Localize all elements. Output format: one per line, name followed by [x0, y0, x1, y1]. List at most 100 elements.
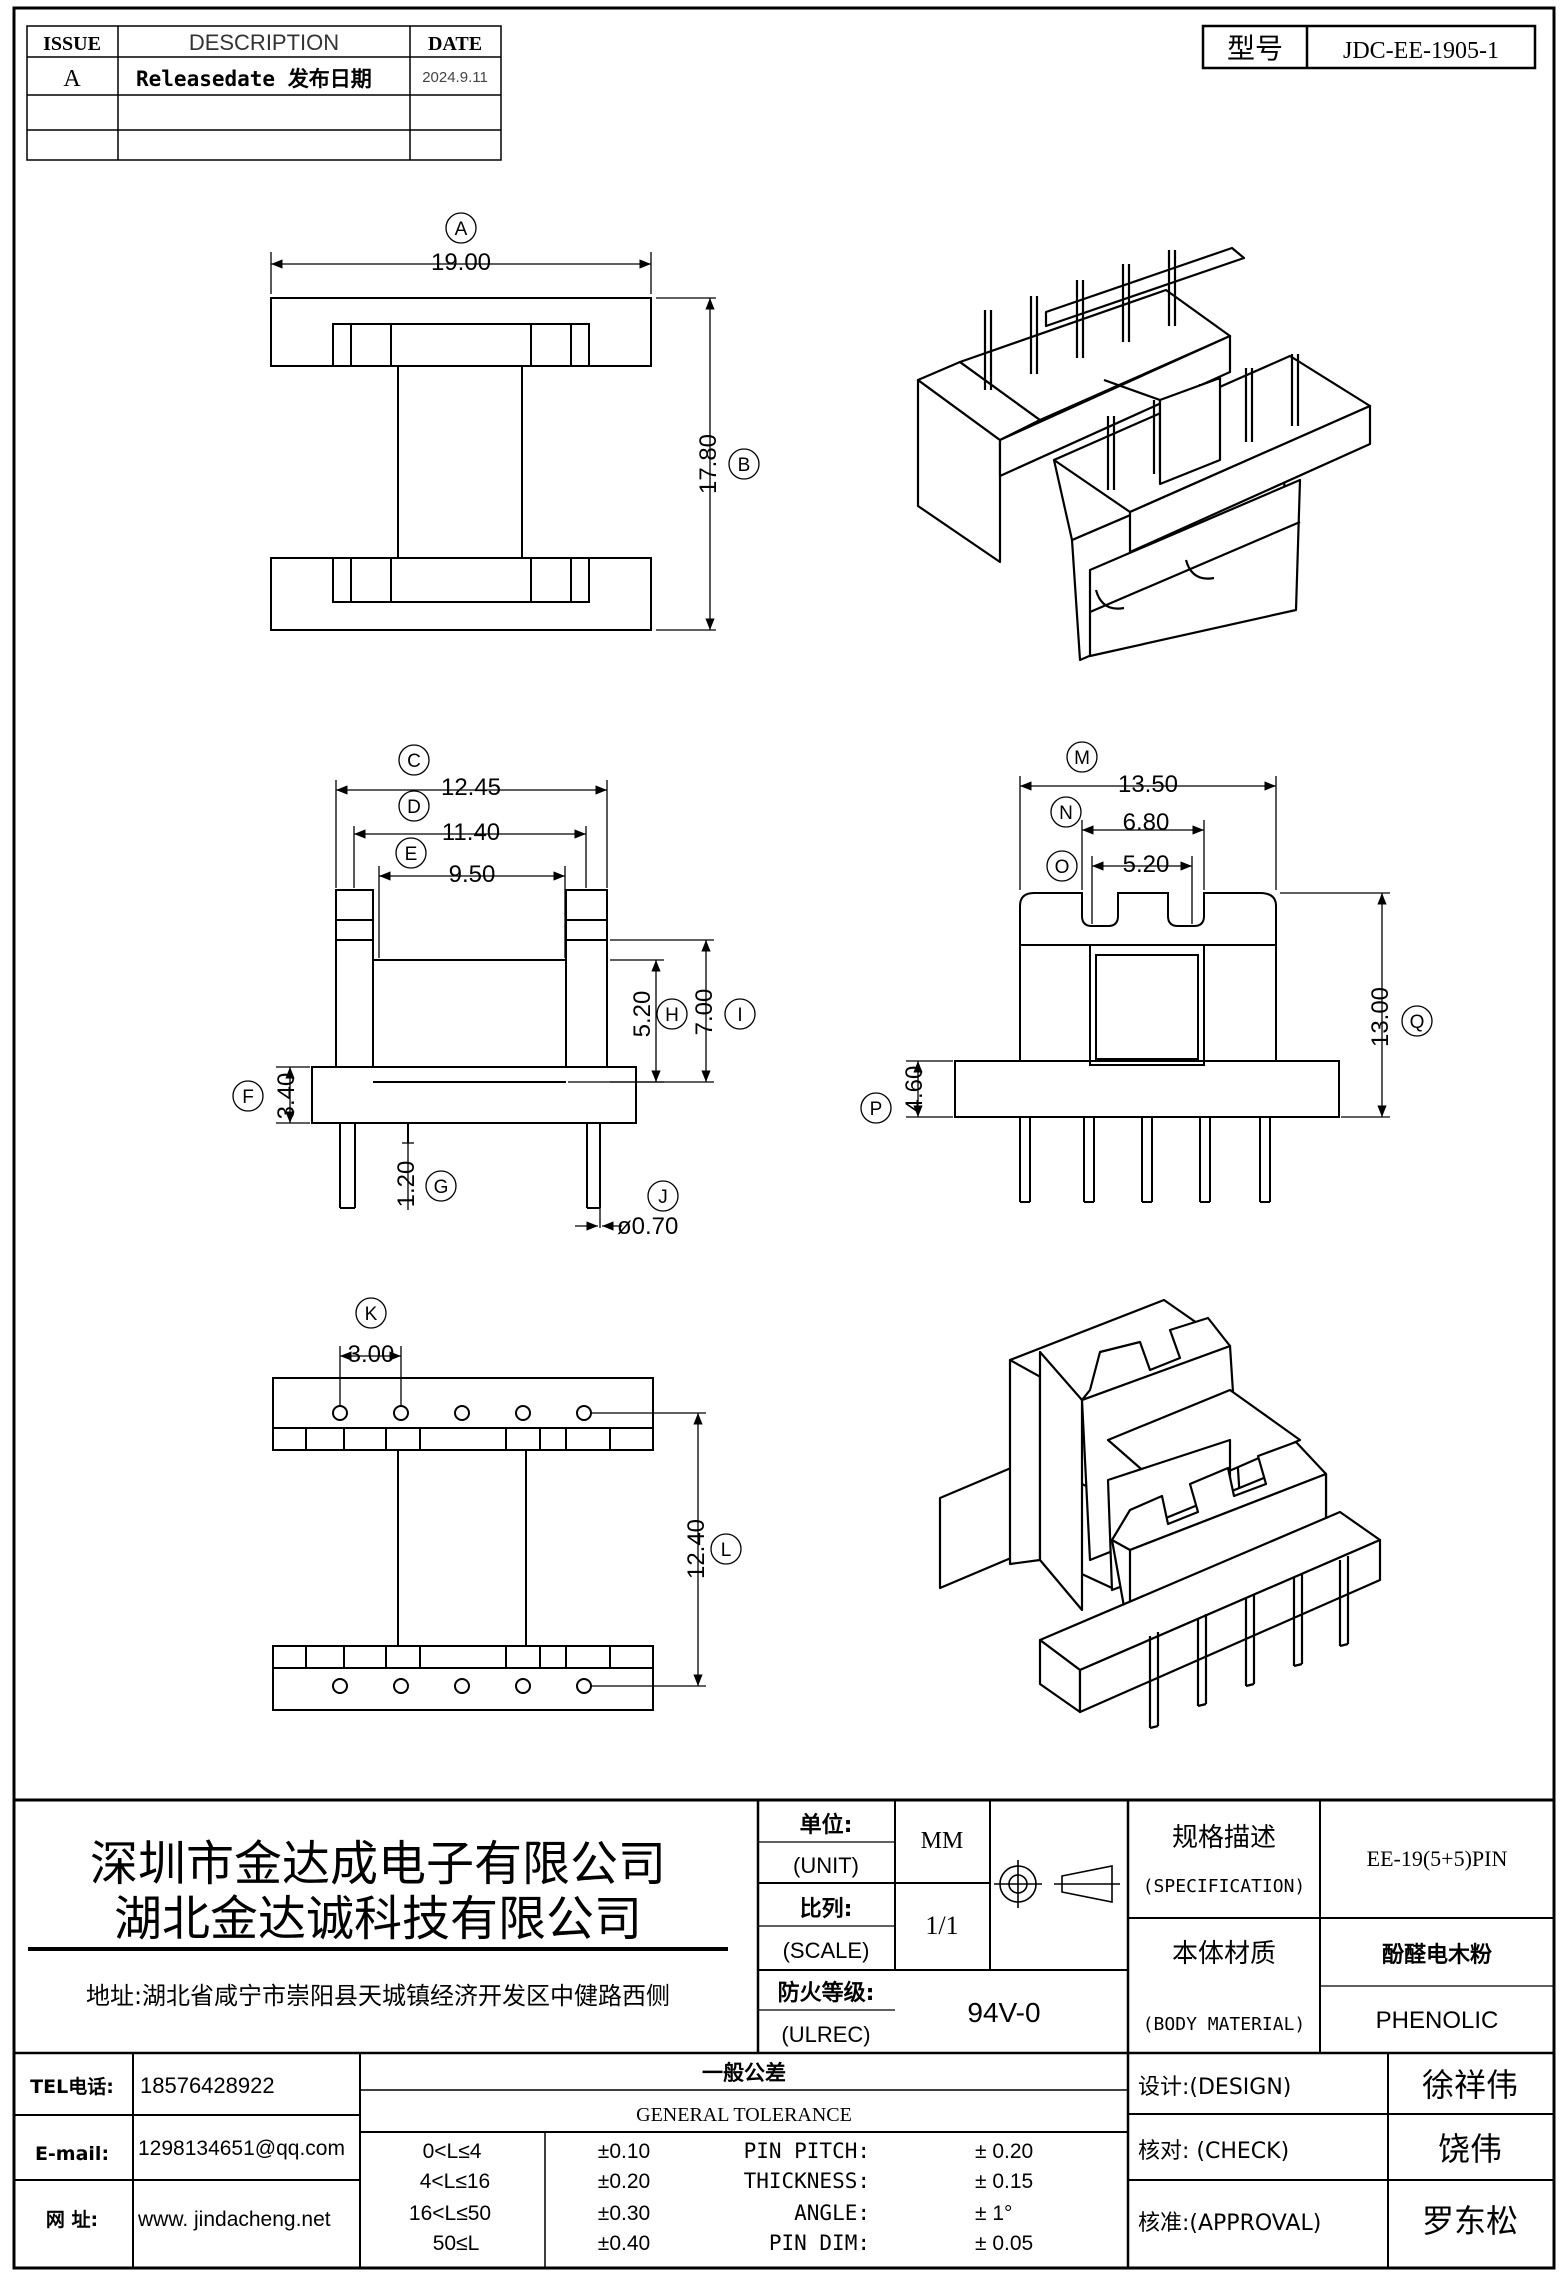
dim-k-value: 3.00 [348, 1341, 395, 1368]
dim-a-value: 19.00 [431, 249, 491, 276]
dim-f-letter: F [242, 1087, 254, 1108]
material-value-cn: 酚醛电木粉 [1382, 1943, 1492, 1968]
revision-header-description: DESCRIPTION [189, 30, 339, 55]
ulrec-value: 94V-0 [967, 1997, 1040, 2028]
dim-p [860, 1060, 953, 1124]
dim-n [1050, 796, 1205, 890]
tolerance-item-list: PIN PITCH: ± 0.20 THICKNESS: ± 0.15 ANGL… [744, 2139, 1034, 2255]
front-view [954, 892, 1340, 1203]
projection-symbol-icon [994, 1860, 1120, 1908]
dim-m-letter: M [1074, 748, 1090, 769]
dim-j-value: ø0.70 [617, 1213, 678, 1240]
dim-g-value: 1.20 [393, 1161, 420, 1208]
dim-h-value: 5.20 [629, 991, 656, 1038]
dim-c-letter: C [407, 751, 421, 772]
check-value: 饶伟 [1438, 2130, 1502, 2168]
dim-b [656, 297, 760, 631]
top-view [270, 297, 652, 631]
tolerance-range: 50≤L [433, 2232, 480, 2255]
company-name-1: 深圳市金达成电子有限公司 [90, 1836, 666, 1892]
dim-g [402, 1123, 457, 1210]
dim-c-value: 12.45 [441, 774, 501, 801]
revision-issue-a: A [63, 66, 81, 92]
dim-b-letter: B [738, 455, 751, 476]
tolerance-item-name: PIN DIM: [769, 2231, 870, 2255]
tolerance-title-cn: 一般公差 [702, 2061, 786, 2085]
dim-i-value: 7.00 [691, 989, 718, 1036]
tolerance-range-list: 0<L≤4 ±0.10 4<L≤16 ±0.20 16<L≤50 ±0.30 5… [409, 2140, 650, 2255]
approval-value: 罗东松 [1422, 2202, 1518, 2240]
title-block-grid [14, 1798, 1554, 2268]
dim-o [1046, 850, 1193, 924]
spec-value: EE-19(5+5)PIN [1367, 1846, 1508, 1871]
dim-j-letter: J [658, 1187, 668, 1208]
dim-a-letter: A [455, 219, 468, 240]
revision-header-issue: ISSUE [43, 33, 101, 55]
ulrec-label-cn: 防火等级: [778, 1980, 875, 2006]
dim-p-value: 4.60 [901, 1066, 928, 1113]
dim-e-letter: E [405, 844, 418, 865]
dim-k-letter: K [365, 1304, 378, 1325]
revision-table [26, 25, 502, 161]
tolerance-item-value: ± 0.05 [975, 2232, 1033, 2255]
material-label-cn: 本体材质 [1172, 1939, 1276, 1969]
dim-d-value: 11.40 [442, 819, 500, 846]
dim-o-value: 5.20 [1123, 851, 1170, 878]
tolerance-range: 4<L≤16 [420, 2170, 491, 2193]
tolerance-value: ±0.30 [598, 2202, 650, 2225]
tolerance-title-en: GENERAL TOLERANCE [636, 2104, 852, 2126]
material-label-en: (BODY MATERIAL) [1143, 2014, 1306, 2035]
tolerance-value: ±0.10 [598, 2140, 650, 2163]
dim-e [378, 837, 566, 958]
bottom-view [272, 1377, 654, 1711]
tolerance-item-value: ± 0.15 [975, 2170, 1033, 2193]
unit-label-en: (UNIT) [793, 1853, 859, 1878]
spec-label-en: (SPECIFICATION) [1143, 1876, 1306, 1897]
dim-d [353, 790, 587, 888]
isometric-view-bottom [938, 1298, 1382, 1730]
email-value: 1298134651@qq.com [138, 2137, 345, 2160]
dim-f [232, 1066, 310, 1124]
dim-g-letter: G [434, 1177, 449, 1198]
dim-f-value: 3.40 [273, 1073, 300, 1120]
dim-b-value: 17.80 [695, 434, 722, 494]
dim-e-value: 9.50 [449, 861, 496, 888]
dim-l-letter: L [721, 1540, 732, 1561]
scale-label-en: (SCALE) [783, 1938, 870, 1963]
tolerance-value: ±0.20 [598, 2170, 650, 2193]
tolerance-item-name: THICKNESS: [744, 2169, 870, 2193]
spec-label-cn: 规格描述 [1172, 1823, 1276, 1853]
ulrec-label-en: (ULREC) [781, 2022, 870, 2047]
side-view [311, 889, 637, 1209]
tolerance-item-name: PIN PITCH: [744, 2139, 870, 2163]
email-label: E-mail: [35, 2143, 109, 2165]
tolerance-range: 0<L≤4 [423, 2140, 482, 2163]
dim-n-value: 6.80 [1123, 809, 1170, 836]
material-value-en: PHENOLIC [1376, 2007, 1499, 2034]
check-label: 核对: (CHECK) [1138, 2139, 1289, 2164]
dim-l-value: 12.40 [683, 1519, 710, 1579]
model-box [1201, 24, 1537, 70]
tolerance-range: 16<L≤50 [409, 2202, 491, 2225]
web-label: 网 址: [46, 2209, 98, 2231]
web-value: www. jindacheng.net [137, 2208, 331, 2231]
approval-label: 核准:(APPROVAL) [1138, 2211, 1321, 2236]
tolerance-item-name: ANGLE: [794, 2201, 870, 2225]
dim-c [335, 744, 608, 888]
dim-l [590, 1412, 742, 1687]
company-address: 地址:湖北省咸宁市崇阳县天城镇经济开发区中健路西侧 [86, 1982, 670, 2010]
company-name-2: 湖北金达诚科技有限公司 [114, 1891, 642, 1947]
revision-description-a: Releasedate 发布日期 [136, 67, 372, 91]
dim-j [575, 1180, 679, 1231]
dim-i [610, 939, 756, 1083]
model-number: JDC-EE-1905-1 [1343, 38, 1499, 64]
unit-value: MM [921, 1828, 964, 1854]
scale-label-cn: 比列: [800, 1897, 853, 1922]
dim-q-value: 13.00 [1367, 987, 1394, 1047]
design-value: 徐祥伟 [1422, 2066, 1518, 2104]
dim-n-letter: N [1059, 803, 1073, 824]
revision-date-a: 2024.9.11 [422, 69, 488, 86]
isometric-view-top [916, 246, 1372, 662]
tel-value: 18576428922 [140, 2073, 275, 2098]
